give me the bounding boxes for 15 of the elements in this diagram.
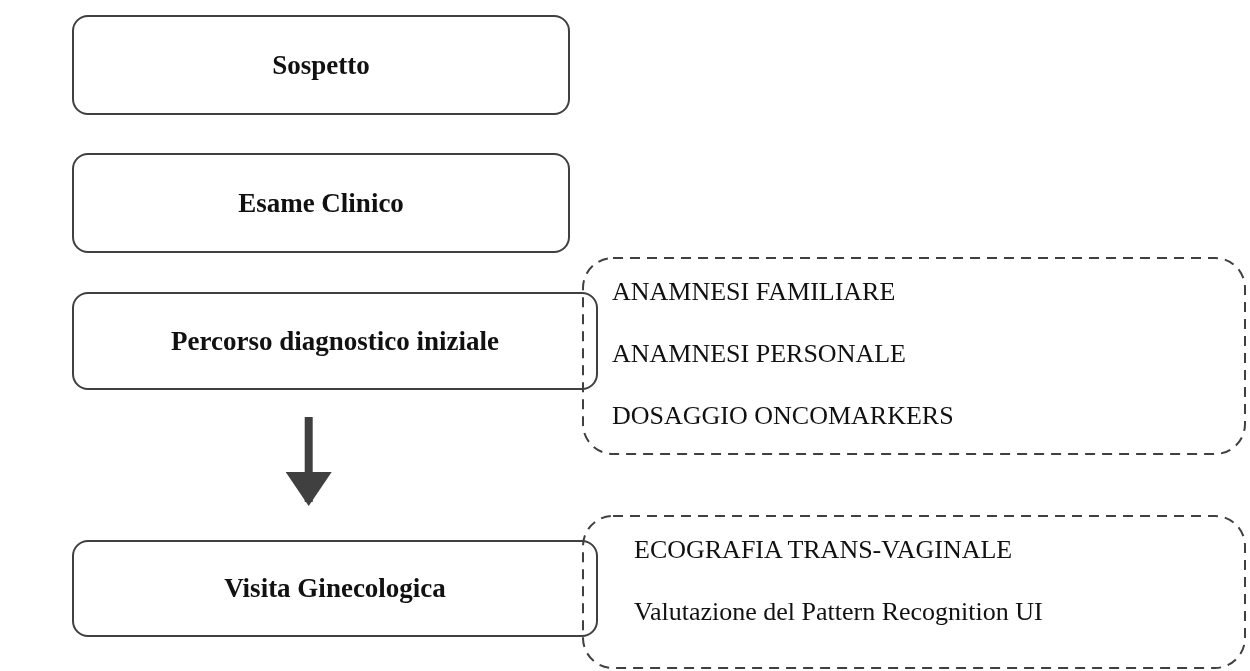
list-item-text: ECOGRAFIA TRANS-VAGINALE: [634, 535, 1013, 565]
list-item-text: DOSAGGIO ONCOMARKERS: [612, 401, 954, 431]
process-box: [72, 15, 570, 115]
list-item-text: ANAMNESI PERSONALE: [612, 339, 906, 369]
dashed-group-box: [582, 515, 1246, 669]
process-box: [72, 540, 598, 637]
process-box: [72, 153, 570, 253]
box-title: Esame Clinico: [238, 187, 404, 219]
box-title: Visita Ginecologica: [224, 573, 446, 604]
list-item-text: Valutazione del Pattern Recognition UI: [634, 597, 1043, 627]
process-box: [72, 292, 598, 390]
dashed-group-box: [582, 257, 1246, 455]
list-item-text: ANAMNESI FAMILIARE: [612, 277, 896, 307]
box-title: Percorso diagnostico iniziale: [171, 325, 499, 357]
box-title: Sospetto: [272, 49, 370, 81]
